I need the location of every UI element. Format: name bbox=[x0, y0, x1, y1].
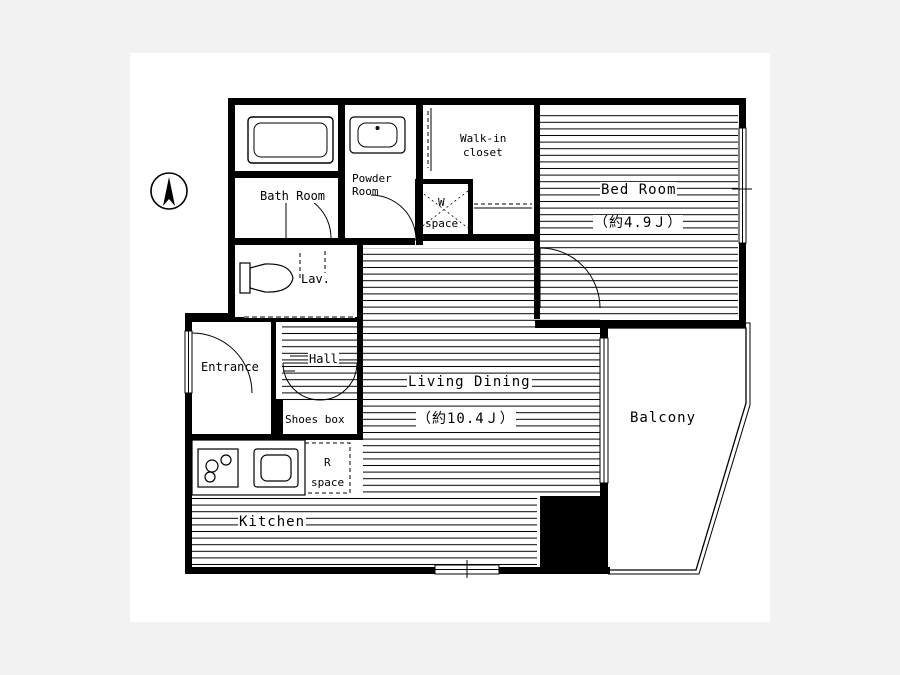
room-label-walkin-1: Walk-in bbox=[460, 132, 507, 145]
room-label-powder-2: Room bbox=[352, 185, 379, 198]
bed-room-floor bbox=[540, 111, 738, 316]
room-label-bed-area: （約4.9Ｊ） bbox=[593, 215, 684, 231]
room-label-bath: Bath Room bbox=[259, 189, 327, 203]
floor-plan-sheet: Bath Room Powder Room Walk-in closet W s… bbox=[130, 53, 770, 622]
floor-plan bbox=[150, 98, 752, 578]
living-floor-upper bbox=[363, 248, 541, 318]
kitchen-floor bbox=[192, 493, 537, 568]
room-label-wspace-2: space bbox=[425, 217, 459, 230]
pipe-shaft bbox=[540, 496, 608, 569]
room-label-rspace-2: space bbox=[310, 476, 346, 489]
room-label-living-area: （約10.4Ｊ） bbox=[416, 411, 516, 427]
room-label-powder-1: Powder bbox=[352, 172, 392, 185]
room-label-hall: Hall bbox=[308, 352, 339, 366]
room-label-rspace-1: R bbox=[323, 456, 332, 469]
north-arrow-icon bbox=[150, 172, 188, 210]
room-label-lav: Lav. bbox=[301, 272, 330, 286]
sink-icon bbox=[253, 448, 299, 488]
floor-hatching bbox=[192, 111, 738, 568]
kitchen-counter bbox=[191, 439, 351, 496]
room-label-balcony: Balcony bbox=[630, 410, 697, 426]
living-floor bbox=[363, 318, 600, 493]
room-label-kitchen: Kitchen bbox=[238, 514, 307, 530]
room-label-shoes-box: Shoes box bbox=[285, 413, 345, 426]
bathtub-icon bbox=[247, 116, 334, 164]
windows bbox=[184, 127, 752, 578]
washbasin-icon bbox=[349, 116, 406, 154]
room-label-living: Living Dining bbox=[407, 374, 532, 390]
stove-icon bbox=[197, 448, 239, 488]
toilet-icon bbox=[239, 262, 294, 294]
room-label-walkin-2: closet bbox=[463, 146, 503, 159]
room-label-wspace-1: W bbox=[438, 196, 445, 209]
balcony-outline bbox=[608, 322, 751, 575]
room-label-bed: Bed Room bbox=[600, 182, 678, 198]
closet-details bbox=[419, 108, 532, 229]
room-label-entrance: Entrance bbox=[201, 360, 259, 374]
